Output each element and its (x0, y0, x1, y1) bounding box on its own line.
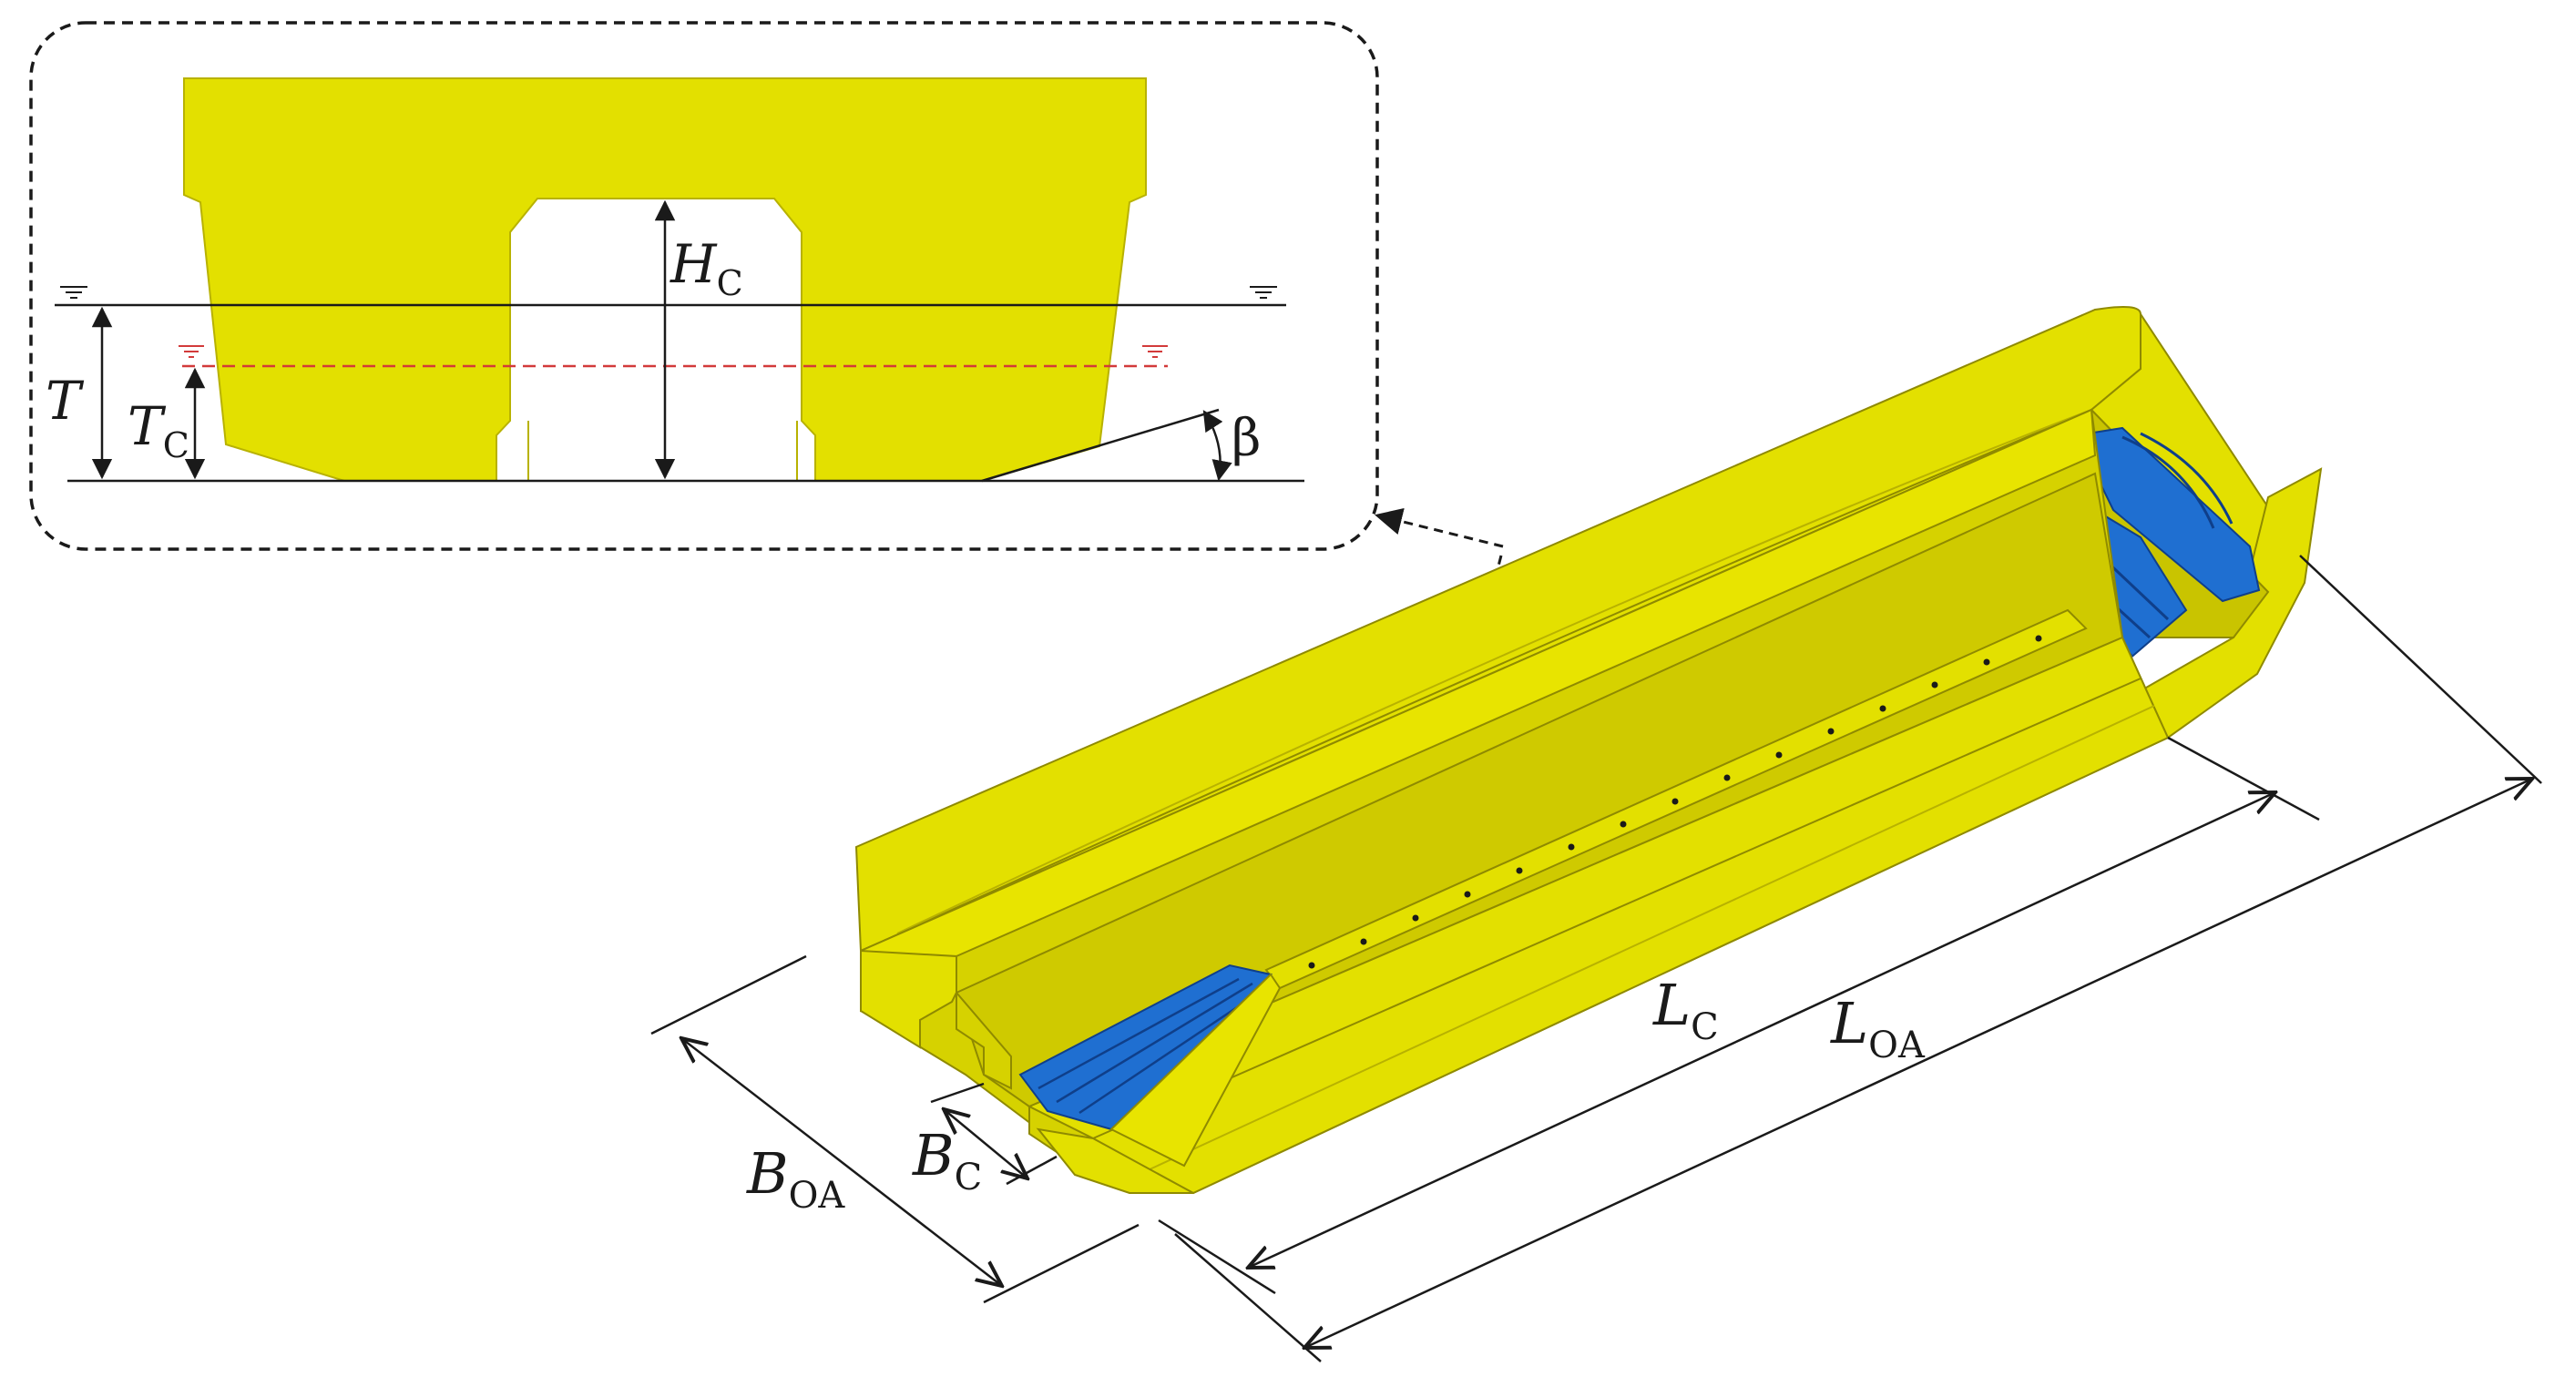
waterline-reduced-symbol-right (1142, 345, 1168, 358)
waterline-symbol-right (1250, 286, 1277, 299)
waterline-reduced-symbol-left (179, 345, 204, 358)
label-bc: BC (912, 1122, 982, 1198)
beta-angle-arc (1202, 410, 1232, 482)
dimension-lines-3d (650, 555, 2542, 1362)
deadrise-line (981, 408, 1220, 483)
hull-cross-section (183, 77, 1147, 482)
label-tc: TC (128, 395, 189, 465)
hull-bow-block-3 (1036, 1127, 1194, 1194)
label-hc: HC (670, 233, 743, 303)
hull-deck-sheer-2 (896, 409, 2092, 934)
boa-dimension-arrow (681, 1038, 1002, 1286)
label-boa: BOA (746, 1140, 845, 1217)
cross-section-inset: HC T TC β (29, 21, 1379, 551)
bc-dimension-arrow (944, 1109, 1027, 1178)
label-beta: β (1232, 409, 1261, 468)
label-lc: LC (1652, 972, 1719, 1048)
label-t: T (46, 370, 85, 432)
hull-stern-fin (2121, 467, 2323, 739)
loa-dimension-arrow (1304, 779, 2532, 1348)
label-loa: LOA (1830, 990, 1926, 1066)
hull-bow-steps (860, 949, 957, 1049)
waterline-symbol-left (60, 286, 87, 299)
hull-deck-sheer (869, 409, 2092, 948)
tunnel-edge-lines (496, 421, 816, 481)
